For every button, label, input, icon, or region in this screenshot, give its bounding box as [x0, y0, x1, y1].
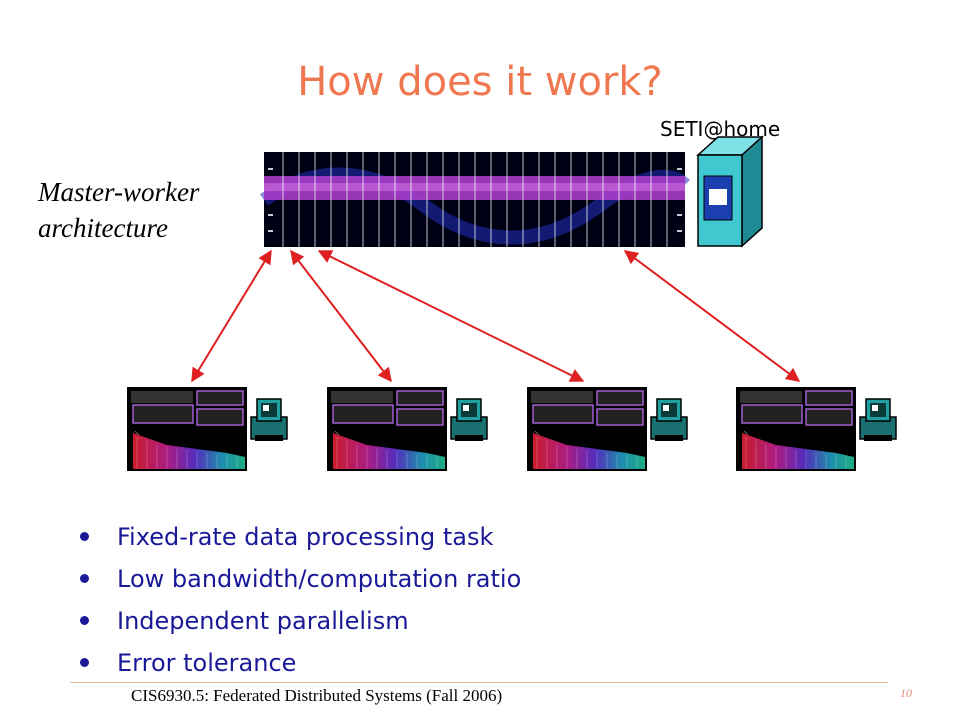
- seti-screensaver-image: [735, 386, 897, 472]
- worker-3: [526, 386, 688, 472]
- arrow-worker-4: [623, 250, 801, 382]
- architecture-label: Master-worker architecture: [38, 174, 199, 246]
- bullet-dot-icon: [80, 573, 89, 583]
- bullet-text: Independent parallelism: [117, 607, 409, 635]
- server-cabinet-icon: [696, 135, 764, 248]
- bullet-item: Independent parallelism: [80, 600, 521, 642]
- bullet-dot-icon: [80, 531, 89, 541]
- bullet-dot-icon: [80, 615, 89, 625]
- worker-2: [326, 386, 488, 472]
- seti-screensaver-image: [326, 386, 488, 472]
- bullet-item: Low bandwidth/computation ratio: [80, 558, 521, 600]
- bullet-item: Fixed-rate data processing task: [80, 516, 521, 558]
- arrow-worker-1: [191, 249, 272, 383]
- architecture-label-line1: Master-worker: [38, 177, 200, 207]
- bullet-item: Error tolerance: [80, 642, 521, 684]
- bullet-text: Low bandwidth/computation ratio: [117, 565, 522, 593]
- worker-1: [126, 386, 288, 472]
- bullet-dot-icon: [80, 657, 89, 667]
- seti-screensaver-image: [526, 386, 688, 472]
- worker-4: [735, 386, 897, 472]
- bullet-list: Fixed-rate data processing task Low band…: [80, 516, 521, 684]
- footer-divider: [70, 682, 888, 683]
- arrow-worker-3: [317, 250, 585, 382]
- arrow-worker-2: [290, 249, 392, 383]
- page-number: 10: [900, 686, 912, 700]
- slide-title: How does it work?: [297, 59, 663, 105]
- bullet-text: Error tolerance: [117, 649, 297, 677]
- bullet-text: Fixed-rate data processing task: [117, 523, 494, 551]
- sky-map-image: [259, 152, 690, 247]
- seti-screensaver-image: [126, 386, 288, 472]
- footer-text: CIS6930.5: Federated Distributed Systems…: [131, 686, 503, 705]
- architecture-label-line2: architecture: [38, 213, 168, 243]
